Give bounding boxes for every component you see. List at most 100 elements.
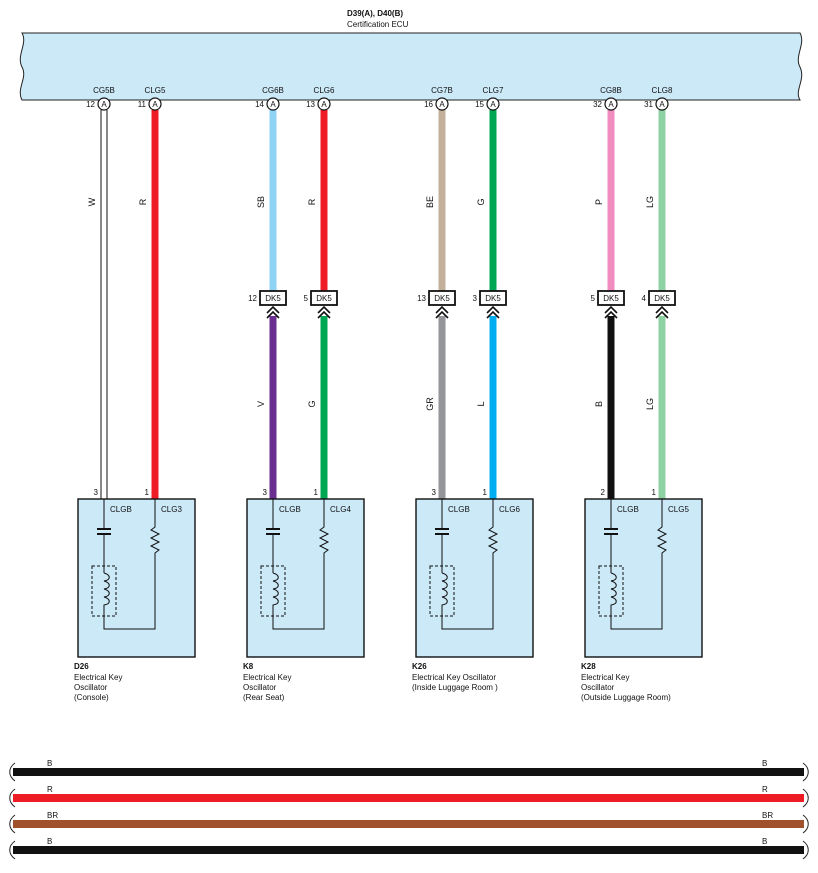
oscillator-pin-number: 1 — [483, 488, 488, 497]
wire-color-code: G — [307, 400, 317, 407]
oscillator-internal-circuit — [260, 499, 330, 630]
oscillator-name-line: (Rear Seat) — [243, 693, 285, 702]
ecu-terminal-name: CLG7 — [483, 86, 504, 95]
connector-letter: A — [659, 100, 665, 109]
legend-code-left: B — [47, 837, 52, 846]
oscillator-terminal-label: CLG6 — [499, 505, 520, 514]
ecu-terminal-name: CG6B — [262, 86, 284, 95]
joint-pin-number: 5 — [304, 294, 309, 303]
oscillator-code: D26 — [74, 662, 89, 671]
joint-pin-number: 5 — [591, 294, 596, 303]
wire-color-code: W — [87, 197, 97, 206]
legend-code-left: B — [47, 759, 52, 768]
inline-connector-chevron — [655, 305, 669, 319]
oscillator-code: K28 — [581, 662, 596, 671]
wire-color-code: R — [138, 198, 148, 205]
connector-letter: A — [321, 100, 327, 109]
ecu-pin-number: 31 — [644, 100, 653, 109]
joint-connector-box — [597, 290, 625, 306]
ecu-terminal-name: CG7B — [431, 86, 453, 95]
connector-pin-marker — [486, 97, 500, 111]
ecu-terminal-name: CLG8 — [652, 86, 673, 95]
wire-color-code: BE — [425, 196, 435, 208]
ecu-terminal-name: CG5B — [93, 86, 115, 95]
oscillator-pin-number: 1 — [145, 488, 150, 497]
connector-letter: A — [608, 100, 614, 109]
ecu-pin-number: 32 — [593, 100, 602, 109]
ecu-name: Certification ECU — [347, 20, 409, 29]
oscillator-pin-number: 1 — [652, 488, 657, 497]
oscillator-internal-circuit — [429, 499, 499, 630]
wire-color-code: R — [307, 198, 317, 205]
connector-letter: A — [439, 100, 445, 109]
connector-pin-marker — [317, 97, 331, 111]
inline-connector-chevron — [266, 305, 280, 319]
oscillator-name-line: Oscillator — [581, 683, 615, 692]
ecu-terminal-name: CLG5 — [145, 86, 166, 95]
connector-letter: A — [101, 100, 107, 109]
oscillator-terminal-label: CLGB — [279, 505, 301, 514]
oscillator-box — [415, 498, 534, 658]
inline-connector-chevron — [435, 305, 449, 319]
joint-pin-number: 13 — [417, 294, 426, 303]
oscillator-name-line: Electrical Key Oscillator — [412, 673, 496, 682]
ecu-pin-number: 16 — [424, 100, 433, 109]
joint-connector-box — [648, 290, 676, 306]
certification-ecu-body — [19, 32, 803, 101]
wire-cg5b — [100, 110, 108, 499]
oscillator-code: K26 — [412, 662, 427, 671]
connector-pin-marker — [148, 97, 162, 111]
legend-code-left: R — [47, 785, 53, 794]
oscillator-name-line: Oscillator — [74, 683, 108, 692]
wire-color-code: GR — [425, 397, 435, 411]
connector-letter: A — [490, 100, 496, 109]
connector-pin-marker — [435, 97, 449, 111]
joint-connector-label: DK5 — [603, 294, 619, 303]
ecu-pin-number: 13 — [306, 100, 315, 109]
wire-color-code: V — [256, 401, 266, 407]
oscillator-code: K8 — [243, 662, 254, 671]
oscillator-terminal-label: CLGB — [110, 505, 132, 514]
legend-code-right: B — [762, 759, 767, 768]
oscillator-name-line: Electrical Key — [581, 673, 629, 682]
inline-connector-chevron — [317, 305, 331, 319]
joint-connector-label: DK5 — [485, 294, 501, 303]
oscillator-pin-number: 3 — [94, 488, 99, 497]
connector-letter: A — [270, 100, 276, 109]
oscillator-name-line: Oscillator — [243, 683, 277, 692]
oscillator-pin-number: 1 — [314, 488, 319, 497]
ecu-terminal-name: CG8B — [600, 86, 622, 95]
oscillator-terminal-label: CLG3 — [161, 505, 182, 514]
wire-color-code: G — [476, 198, 486, 205]
joint-connector-box — [310, 290, 338, 306]
connector-pin-marker — [266, 97, 280, 111]
oscillator-name-line: (Outside Luggage Room) — [581, 693, 671, 702]
joint-connector-box — [479, 290, 507, 306]
oscillator-box — [246, 498, 365, 658]
oscillator-pin-number: 3 — [432, 488, 437, 497]
joint-pin-number: 4 — [642, 294, 647, 303]
oscillator-name-line: Electrical Key — [243, 673, 291, 682]
legend-code-right: R — [762, 785, 768, 794]
oscillator-terminal-label: CLGB — [617, 505, 639, 514]
legend-code-left: BR — [47, 811, 58, 820]
oscillator-box — [77, 498, 196, 658]
joint-pin-number: 12 — [248, 294, 257, 303]
oscillator-terminal-label: CLG4 — [330, 505, 351, 514]
joint-connector-box — [259, 290, 287, 306]
joint-connector-label: DK5 — [265, 294, 281, 303]
connector-pin-marker — [97, 97, 111, 111]
ecu-pin-number: 14 — [255, 100, 264, 109]
wire-color-code: LG — [645, 196, 655, 208]
joint-connector-label: DK5 — [316, 294, 332, 303]
wire-color-code: LG — [645, 398, 655, 410]
wire-color-code: SB — [256, 196, 266, 208]
joint-connector-box — [428, 290, 456, 306]
oscillator-box — [584, 498, 703, 658]
